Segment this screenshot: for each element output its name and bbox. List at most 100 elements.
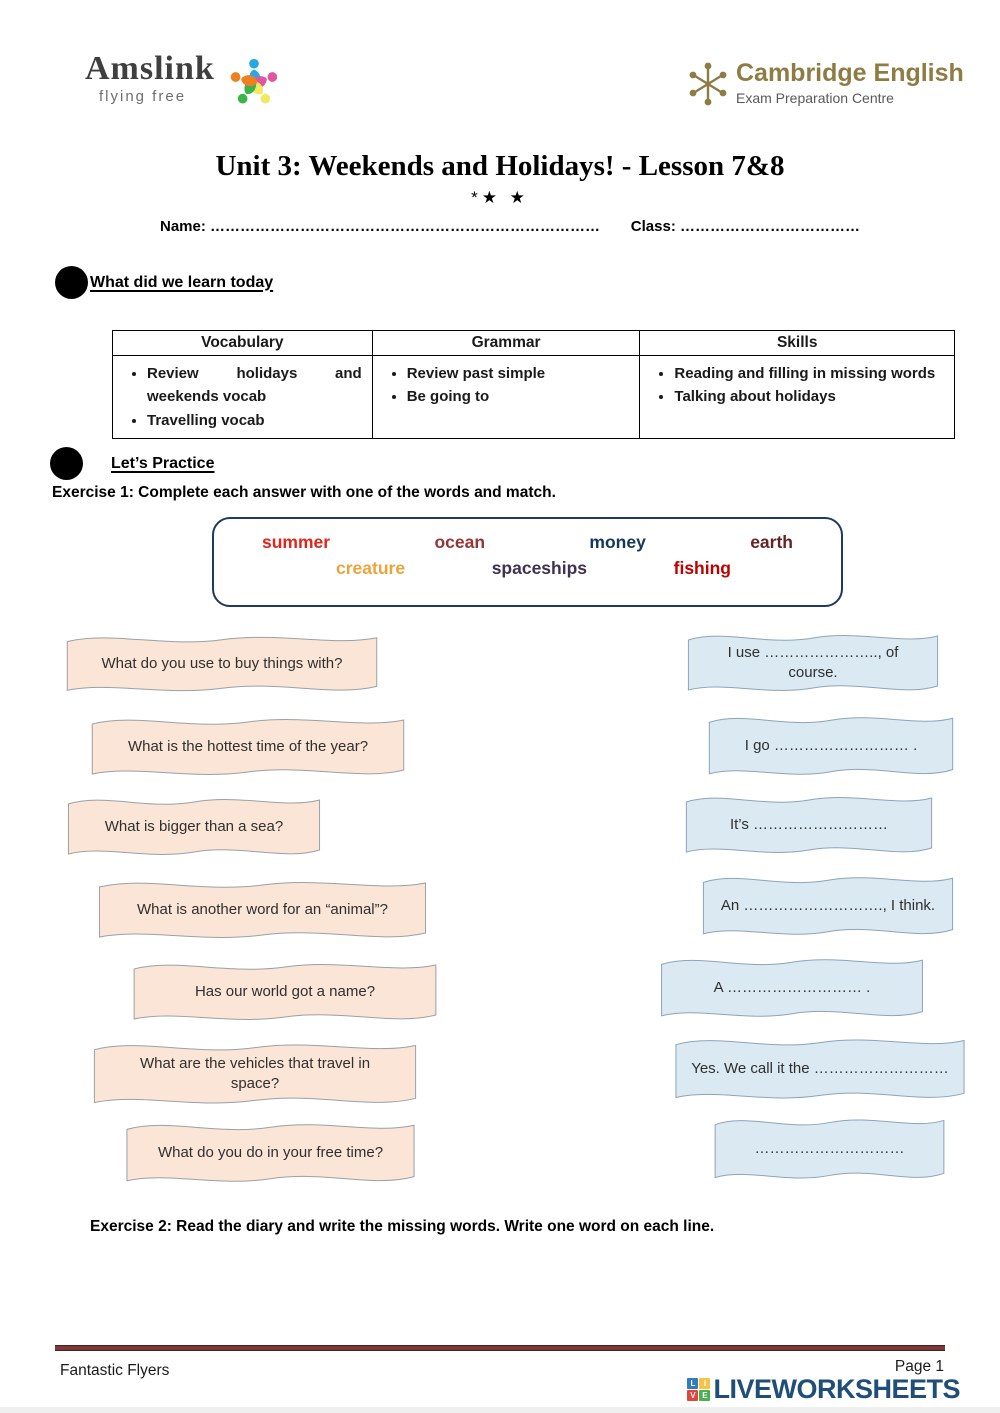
question-text: What do you do in your free time? — [157, 1143, 384, 1161]
section2-heading: Let’s Practice — [111, 454, 215, 472]
table-body-row: Review holidays and weekends vocab Trave… — [112, 355, 955, 439]
learning-summary-table: Vocabulary Grammar Skills Review holiday… — [112, 330, 955, 439]
wavy-banner-shape — [65, 792, 323, 862]
word-bank-item: earth — [750, 532, 793, 552]
answer-box-1[interactable]: I use ………………….., of course. — [685, 628, 941, 698]
page-edge-band — [0, 1407, 1000, 1413]
list-item: Review holidays and weekends vocab — [147, 362, 362, 409]
list-item: Travelling vocab — [147, 409, 362, 432]
amslink-tagline: flying free — [99, 88, 187, 105]
question-text: What do you use to buy things with? — [101, 654, 343, 672]
amslink-people-circle-icon — [230, 58, 278, 104]
question-text: Has our world got a name? — [194, 982, 376, 1000]
wavy-banner-shape — [685, 628, 941, 698]
footer-divider — [55, 1345, 945, 1351]
name-class-row: Name: …………………………………………………………………… Class: … — [160, 218, 860, 235]
page-number: Page 1 — [894, 1358, 944, 1375]
wavy-banner-shape — [683, 790, 935, 860]
word-bank-item: money — [589, 532, 646, 552]
amslink-name: Amslink — [85, 50, 215, 87]
logo-letter: E — [699, 1390, 711, 1401]
question-text: What is another word for an “animal”? — [137, 900, 388, 918]
answer-box-6[interactable]: Yes. We call it the ……………………… — [672, 1032, 968, 1106]
table-header-row: Vocabulary Grammar Skills — [112, 330, 955, 356]
cambridge-wordmark: Cambridge English Exam Preparation Centr… — [736, 59, 964, 106]
wavy-banner-shape — [672, 1032, 968, 1106]
list-item: Be going to — [407, 385, 630, 408]
wavy-banner-shape — [700, 870, 956, 942]
name-blank-line: …………………………………………………………………… — [210, 218, 601, 235]
page-title: Unit 3: Weekends and Holidays! - Lesson … — [215, 150, 785, 182]
wavy-banner-shape — [95, 875, 430, 945]
cambridge-subtitle: Exam Preparation Centre — [736, 89, 894, 106]
exercise2-instruction: Exercise 2: Read the diary and write the… — [90, 1218, 715, 1235]
liveworksheets-wordmark: LIVEWORKSHEETS — [713, 1374, 960, 1404]
wavy-banner-shape — [123, 1117, 418, 1189]
wavy-banner-shape — [706, 710, 956, 782]
answer-text: Yes. We call it the ……………………… — [691, 1059, 949, 1077]
word-bank: summer ocean money earth creature spaces… — [212, 517, 843, 607]
amslink-wordmark: Amslink flying free — [85, 50, 215, 106]
skills-cell: Reading and filling in missing words Tal… — [639, 355, 955, 439]
class-blank-line: ……………………………… — [680, 218, 860, 235]
cambridge-dandelion-icon — [689, 62, 727, 106]
logo-letter: V — [687, 1390, 699, 1401]
question-box-6[interactable]: What are the vehicles that travel in spa… — [90, 1037, 420, 1111]
amslink-logo: Amslink flying free — [85, 52, 283, 114]
black-circle-bullet-icon — [55, 266, 88, 299]
question-box-7[interactable]: What do you do in your free time? — [123, 1117, 418, 1189]
vocabulary-cell: Review holidays and weekends vocab Trave… — [112, 355, 373, 439]
name-label: Name: — [160, 218, 206, 235]
question-text: What is the hottest time of the year? — [127, 737, 369, 755]
word-bank-item: ocean — [434, 532, 486, 552]
cambridge-logo: Cambridge English Exam Preparation Centr… — [688, 59, 964, 108]
wavy-banner-shape — [130, 957, 440, 1027]
answer-text: ………………………… — [754, 1139, 905, 1157]
answer-box-3[interactable]: It’s ……………………… — [683, 790, 935, 860]
answer-box-4[interactable]: An ………………………., I think. — [700, 870, 956, 942]
wavy-banner-shape — [63, 630, 381, 698]
logo-letter: L — [687, 1378, 699, 1389]
col-header-vocabulary: Vocabulary — [112, 330, 373, 356]
star-rating: *★ ★ — [471, 188, 529, 207]
answer-text: An ………………………., I think. — [720, 896, 936, 914]
question-box-2[interactable]: What is the hottest time of the year? — [88, 712, 408, 782]
liveworksheets-logo: L I V E LIVEWORKSHEETS — [687, 1374, 960, 1405]
wavy-banner-shape — [90, 1037, 420, 1111]
cambridge-name: Cambridge English — [736, 59, 964, 87]
word-bank-item: summer — [262, 532, 331, 552]
logo-letter: I — [699, 1378, 711, 1389]
question-text: What are the vehicles that travel in spa… — [139, 1054, 371, 1092]
question-text: What is bigger than a sea? — [104, 817, 284, 835]
question-box-3[interactable]: What is bigger than a sea? — [65, 792, 323, 862]
wavy-banner-shape — [658, 952, 926, 1024]
question-box-5[interactable]: Has our world got a name? — [130, 957, 440, 1027]
word-bank-row: creature spaceships fishing — [214, 553, 841, 579]
answer-text: A ……………………… . — [713, 978, 871, 996]
section1-heading: What did we learn today — [90, 273, 274, 291]
answer-box-7[interactable]: ………………………… — [712, 1112, 947, 1186]
col-header-grammar: Grammar — [371, 330, 641, 356]
section-what-did-we-learn: What did we learn today — [55, 266, 273, 299]
footer-book-title: Fantastic Flyers — [60, 1362, 170, 1379]
question-box-4[interactable]: What is another word for an “animal”? — [95, 875, 430, 945]
section-lets-practice: Let’s Practice — [50, 447, 214, 480]
wavy-banner-shape — [88, 712, 408, 782]
wavy-banner-shape — [712, 1112, 947, 1186]
matching-exercise-area: What do you use to buy things with? What… — [0, 620, 1000, 1195]
word-bank-row: summer ocean money earth — [214, 519, 841, 553]
answer-text: I use ………………….., of course. — [727, 643, 899, 681]
exercise1-instruction: Exercise 1: Complete each answer with on… — [52, 484, 556, 501]
col-header-skills: Skills — [639, 330, 955, 356]
list-item: Review past simple — [407, 362, 630, 385]
question-box-1[interactable]: What do you use to buy things with? — [63, 630, 381, 698]
word-bank-item: creature — [336, 558, 406, 578]
list-item: Reading and filling in missing words — [674, 362, 944, 385]
answer-box-2[interactable]: I go ……………………… . — [706, 710, 956, 782]
liveworksheets-grid-icon: L I V E — [687, 1378, 711, 1401]
black-circle-bullet-icon — [50, 447, 83, 480]
word-bank-item: spaceships — [491, 558, 588, 578]
answer-box-5[interactable]: A ……………………… . — [658, 952, 926, 1024]
answer-text: It’s ……………………… — [729, 815, 889, 833]
word-bank-item: fishing — [673, 558, 731, 578]
